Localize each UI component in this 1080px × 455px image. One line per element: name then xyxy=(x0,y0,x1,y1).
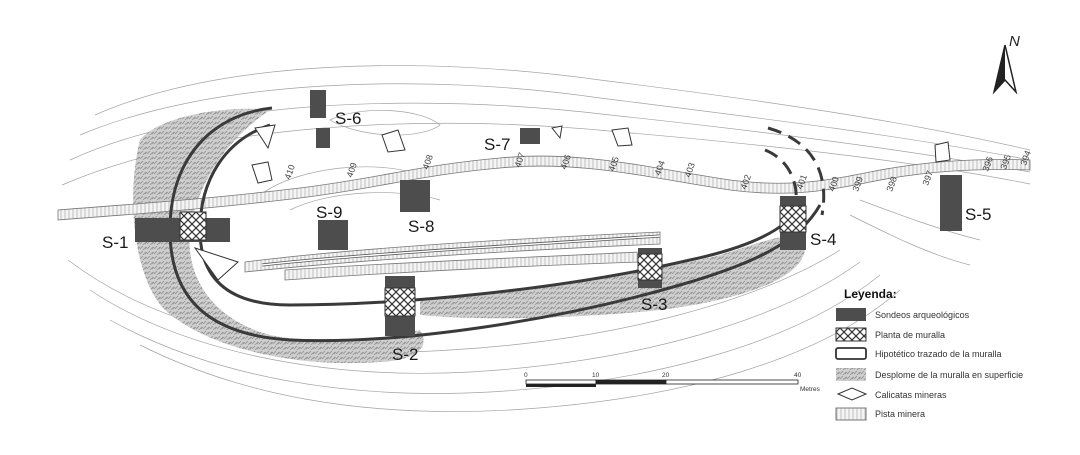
contour-label: 408 xyxy=(420,153,435,171)
contour-label: 398 xyxy=(884,175,899,193)
sondeo-s6b xyxy=(316,128,330,148)
sondeo-s7 xyxy=(520,128,540,144)
scale-tick: 40 xyxy=(794,372,802,379)
legend-swatch-pista xyxy=(835,407,867,421)
scale-tick: 20 xyxy=(662,372,670,379)
label-s6: S-6 xyxy=(335,109,361,128)
planta-s1 xyxy=(179,211,207,241)
north-label: N xyxy=(1009,33,1020,50)
contour-label: 397 xyxy=(920,169,935,187)
sondeos xyxy=(135,90,962,336)
legend-label-calicatas: Calicatas mineras xyxy=(875,390,947,400)
legend-swatch-planta xyxy=(835,327,867,342)
sondeo-s6a xyxy=(310,90,326,118)
hipotetico-trazado xyxy=(261,234,661,267)
legend-label-planta: Planta de muralla xyxy=(875,330,945,340)
legend-label-hipotetico: Hipotético trazado de la muralla xyxy=(875,349,1002,359)
muralla-outline xyxy=(168,106,826,343)
label-s5: S-5 xyxy=(965,205,991,224)
legend: Leyenda: Sondeos arqueológicos Planta de… xyxy=(835,287,1023,421)
planta-s2 xyxy=(384,287,416,317)
label-s8: S-8 xyxy=(408,217,434,236)
scale-tick: 0 xyxy=(524,372,528,379)
label-s2: S-2 xyxy=(392,345,418,364)
legend-label-desplome: Desplome de la muralla en superficie xyxy=(875,370,1023,380)
scale-bar: 0 10 20 40 Metres xyxy=(524,372,821,393)
contour-label: 409 xyxy=(344,161,359,179)
contour-label: 401 xyxy=(794,173,809,191)
north-arrow: N xyxy=(992,33,1020,95)
planta-s4 xyxy=(779,205,807,233)
label-s4: S-4 xyxy=(810,230,836,249)
calicatas-mineras xyxy=(193,124,951,281)
contour-label: 399 xyxy=(850,175,865,193)
contour-label: 407 xyxy=(512,151,527,169)
sondeo-labels: S-1 S-2 S-3 S-4 S-5 S-6 S-7 S-8 S-9 xyxy=(102,109,991,364)
contour-label: 403 xyxy=(682,161,697,179)
legend-label-sondeos: Sondeos arqueológicos xyxy=(875,310,970,320)
contour-label: 395 xyxy=(998,153,1013,171)
label-s7: S-7 xyxy=(484,135,510,154)
sondeo-s8 xyxy=(400,180,430,212)
contour-label: 410 xyxy=(282,163,297,181)
legend-swatch-calicatas xyxy=(836,387,868,401)
contour-label: 404 xyxy=(652,159,667,177)
contour-labels: 410 409 408 407 406 405 404 403 402 401 … xyxy=(282,149,1033,193)
sondeo-s9 xyxy=(318,220,348,250)
desplome-areas xyxy=(133,108,805,364)
label-s1: S-1 xyxy=(102,233,128,252)
contour-label: 402 xyxy=(738,173,753,191)
legend-swatch-sondeos xyxy=(836,308,866,321)
label-s3: S-3 xyxy=(641,295,667,314)
legend-label-pista: Pista minera xyxy=(875,409,925,419)
contour-label: 406 xyxy=(558,153,573,171)
scale-unit: Metres xyxy=(800,386,821,393)
contour-label: 394 xyxy=(1018,149,1033,167)
contour-label: 400 xyxy=(826,175,841,193)
legend-swatch-hipotetico xyxy=(835,347,867,360)
contour-label: 405 xyxy=(606,155,621,173)
label-s9: S-9 xyxy=(316,203,342,222)
contour-label: 396 xyxy=(980,155,995,173)
scale-tick: 10 xyxy=(592,372,600,379)
planta-s3 xyxy=(637,253,663,281)
legend-swatch-desplome xyxy=(836,368,866,381)
legend-title: Leyenda: xyxy=(844,287,897,301)
sondeo-s5 xyxy=(940,175,962,231)
